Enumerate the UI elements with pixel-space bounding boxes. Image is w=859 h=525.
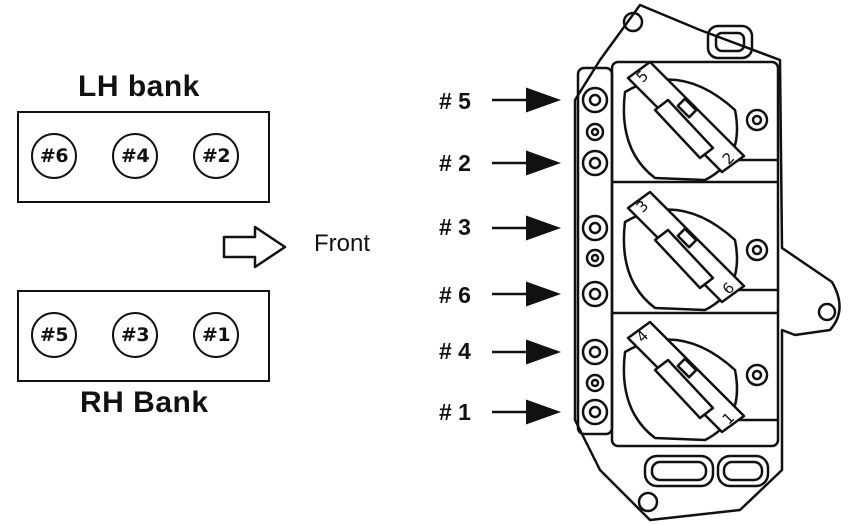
rh-cylinder-3: #1 [193, 312, 239, 358]
bottom-connector-1 [643, 454, 715, 488]
terminal-label-6: # 1 [439, 399, 471, 425]
coil-body [610, 60, 780, 448]
coil-unit-top [622, 60, 746, 182]
mount-hole-bottom [637, 491, 659, 513]
mount-hole-top [622, 11, 644, 33]
rh-bank-box: #5 #3 #1 [17, 290, 270, 382]
coil-unit-bottom [622, 320, 746, 442]
rh-cylinder-2: #3 [112, 312, 158, 358]
terminal-post-1 [581, 86, 609, 114]
coil-unit-middle [622, 190, 746, 312]
lh-cylinder-1: #6 [31, 133, 77, 179]
bracket-plate [573, 3, 841, 522]
front-label: Front [314, 230, 371, 257]
bottom-connector-2 [716, 454, 770, 488]
top-connector [706, 24, 754, 60]
terminal-post-5 [581, 338, 609, 366]
arrow-right-outline-icon [222, 225, 287, 269]
terminal-post-2 [581, 149, 609, 177]
pointer-arrows [492, 87, 561, 425]
terminal-post-3 [581, 214, 609, 242]
lh-bank-title: LH bank [78, 70, 200, 103]
lh-cylinder-3: #2 [193, 133, 239, 179]
lh-bank-box: #6 #4 #2 [17, 111, 270, 203]
terminal-label-4: # 6 [439, 282, 471, 308]
mount-hole-right [817, 302, 837, 322]
lh-cylinder-2: #4 [112, 133, 158, 179]
terminal-post-4 [581, 280, 609, 308]
terminal-label-1: # 5 [439, 88, 471, 114]
terminal-label-2: # 2 [439, 150, 471, 176]
terminal-label-5: # 4 [439, 338, 471, 364]
rh-cylinder-1: #5 [31, 312, 77, 358]
rh-bank-title: RH Bank [80, 386, 209, 419]
terminal-post-6 [581, 398, 609, 426]
terminal-label-3: # 3 [439, 214, 471, 240]
